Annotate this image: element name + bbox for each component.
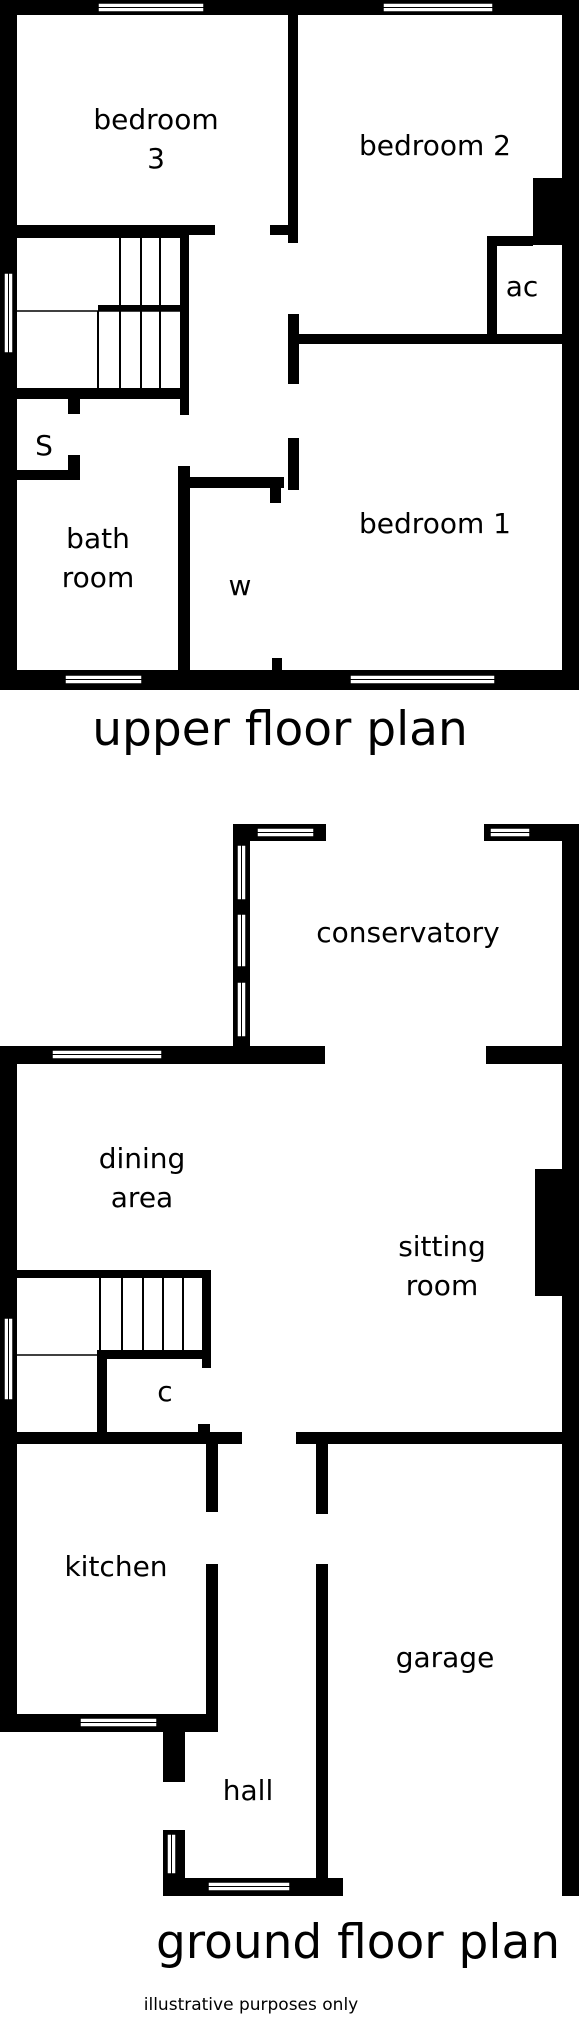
bedroom3-east-wall: [288, 15, 298, 243]
w-wardrobe-stub: [270, 477, 281, 503]
ground-top-wall-right: [486, 1046, 579, 1064]
sitting-room-label-line2: room: [406, 1269, 478, 1302]
bedroom1-north-wall: [288, 334, 562, 344]
ac-label: ac: [506, 270, 539, 303]
bathroom-east-wall: [178, 466, 190, 674]
bedroom1-west-wall: [288, 314, 299, 384]
s-cupboard-label: S: [35, 429, 53, 462]
bedroom3-south-wall: [17, 225, 215, 235]
sitting-room-label-line1: sitting: [398, 1230, 486, 1263]
ground-floor-plan: conservatory dining area sitting room c …: [0, 824, 579, 1970]
bedroom3-label-line2: 3: [147, 142, 165, 175]
bedroom3-door-stub: [270, 225, 298, 235]
w-wardrobe-bottom-stub: [272, 658, 282, 673]
w-wardrobe-top-wall: [178, 477, 284, 488]
w-wardrobe-east-wall: [288, 438, 299, 490]
bedroom1-label: bedroom 1: [359, 507, 511, 540]
bedroom2-fireplace: [533, 178, 562, 245]
ground-cross-wall-left: [17, 1432, 242, 1444]
sitting-room-fireplace: [535, 1169, 562, 1296]
footer-note: illustrative purposes only: [144, 1995, 358, 2015]
upper-right-wall: [562, 0, 579, 690]
ground-right-wall: [562, 824, 579, 1896]
s-cupboard-wall-top: [68, 388, 80, 414]
kitchen-east-wall-upper: [206, 1432, 218, 1512]
ac-cupboard-top: [487, 236, 533, 246]
s-cupboard-wall-bottom: [17, 470, 80, 480]
garage-west-wall-lower: [316, 1564, 328, 1896]
hall-label: hall: [223, 1774, 273, 1807]
c-cupboard-label: c: [157, 1375, 172, 1408]
ac-cupboard-wall: [487, 236, 497, 344]
bedroom3-label-line1: bedroom: [93, 103, 218, 136]
conservatory-label: conservatory: [316, 916, 500, 949]
ground-stairs: [17, 1270, 211, 1440]
garage-label: garage: [396, 1641, 495, 1674]
kitchen-label: kitchen: [64, 1550, 167, 1583]
kitchen-east-wall-lower: [206, 1564, 218, 1732]
bathroom-label-line2: room: [62, 561, 134, 594]
hall-stub-left: [163, 1714, 185, 1782]
w-wardrobe-label: w: [229, 569, 252, 602]
dining-area-label-line1: dining: [99, 1142, 186, 1175]
garage-west-wall-upper: [316, 1432, 328, 1514]
ground-floor-plan-title: ground floor plan: [156, 1915, 560, 1970]
c-cupboard-west-wall: [97, 1350, 107, 1440]
bedroom2-label: bedroom 2: [359, 129, 511, 162]
upper-stairs: [17, 235, 189, 415]
dining-area-label-line2: area: [111, 1181, 173, 1214]
bathroom-label-line1: bath: [66, 522, 130, 555]
upper-floor-plan: bedroom 3 bedroom 2 ac S bath room w bed…: [0, 0, 579, 757]
upper-floor-plan-title: upper floor plan: [92, 702, 468, 757]
ground-cross-wall-right: [296, 1432, 562, 1444]
